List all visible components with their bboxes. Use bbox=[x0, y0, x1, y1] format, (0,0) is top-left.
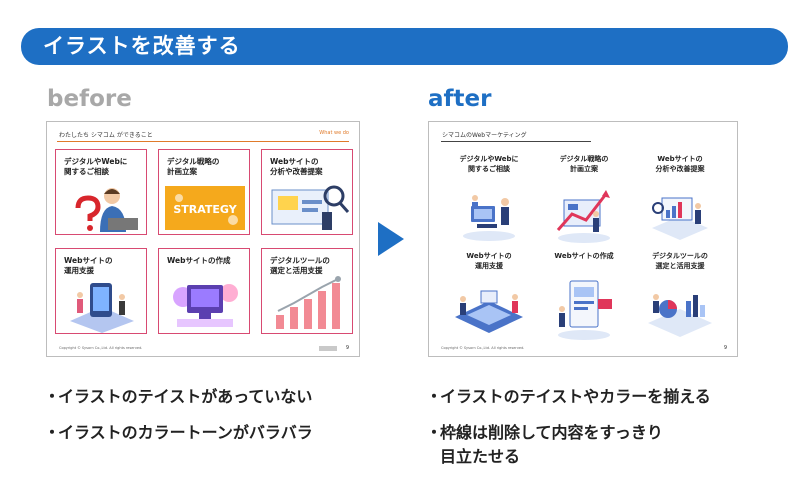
after-bullet-1: ・イラストのテイストやカラーを揃える bbox=[426, 386, 711, 408]
consult-illustration bbox=[463, 195, 515, 241]
cell-label: Webサイトの 運用支援 bbox=[466, 252, 512, 270]
before-slide-logo bbox=[319, 346, 337, 351]
bullet-text: イラストのテイストがあっていない bbox=[58, 387, 313, 406]
after-label: after bbox=[428, 86, 492, 112]
after-slide-rule bbox=[441, 141, 591, 142]
before-slide-rule bbox=[57, 141, 349, 142]
after-cell-analysis: Webサイトの 分析や改善提案 bbox=[632, 154, 728, 254]
before-card-strategy: STRATEGY デジタル戦略の 計画立案 bbox=[158, 149, 250, 235]
before-card-tools: デジタルツールの 選定と活用支援 bbox=[261, 248, 353, 334]
after-slide-title: シマコムのWebマーケティング bbox=[442, 132, 527, 139]
before-bullet-2: ・イラストのカラートーンがバラバラ bbox=[44, 422, 313, 444]
after-cell-tools: デジタルツールの 選定と活用支援 bbox=[632, 251, 728, 351]
bullet-text: 枠線は削除して内容をすっきり bbox=[440, 423, 663, 442]
card-label: デジタルツールの 選定と活用支援 bbox=[270, 256, 330, 275]
before-slide-footer: Copyright © Sysorn Co.,Ltd. All rights r… bbox=[59, 346, 143, 350]
cell-label: デジタルやWebに 関するご相談 bbox=[459, 155, 519, 173]
bullet-mark: ・ bbox=[44, 387, 61, 406]
after-slide-footer: Copyright © Sysorn Co.,Ltd. All rights r… bbox=[441, 346, 525, 350]
banner-title: イラストを改善する bbox=[43, 34, 241, 58]
card-label: デジタルやWebに 関するご相談 bbox=[64, 157, 128, 176]
cell-label: Webサイトの作成 bbox=[554, 252, 614, 260]
arrow-right-icon bbox=[378, 222, 404, 256]
after-slide-page: 9 bbox=[723, 345, 727, 351]
after-bullet-2-continued: 目立たせる bbox=[440, 447, 521, 466]
create-illustration bbox=[558, 280, 612, 340]
strategy-illustration bbox=[556, 190, 610, 243]
create-illustration bbox=[173, 284, 238, 327]
before-card-operation: Webサイトの 運用支援 bbox=[55, 248, 147, 334]
after-cell-consult: デジタルやWebに 関するご相談 bbox=[441, 154, 537, 254]
before-card-consult: デジタルやWebに 関するご相談 bbox=[55, 149, 147, 235]
analysis-illustration bbox=[271, 185, 350, 230]
bullet-mark: ・ bbox=[44, 423, 61, 442]
strategy-art-text: STRATEGY bbox=[173, 203, 237, 216]
card-label: デジタル戦略の 計画立案 bbox=[167, 157, 220, 176]
before-slide-title: わたしたち シマコム ができること bbox=[59, 132, 153, 139]
before-label: before bbox=[47, 86, 132, 112]
cell-label: デジタル戦略の 計画立案 bbox=[559, 155, 609, 173]
bullet-mark: ・ bbox=[426, 387, 443, 406]
bullet-mark: ・ bbox=[426, 423, 443, 442]
card-label: Webサイトの 運用支援 bbox=[64, 256, 113, 275]
section-banner: イラストを改善する bbox=[21, 28, 788, 65]
before-slide: わたしたち シマコム ができること What we do デジタルやWebに 関… bbox=[46, 121, 360, 357]
card-label: Webサイトの 分析や改善提案 bbox=[270, 157, 323, 176]
strategy-illustration: STRATEGY bbox=[165, 186, 245, 230]
before-slide-subtitle: What we do bbox=[319, 130, 349, 136]
after-cell-strategy: デジタル戦略の 計画立案 bbox=[536, 154, 632, 254]
after-bullet-2: ・枠線は削除して内容をすっきり bbox=[426, 422, 663, 444]
card-label: Webサイトの作成 bbox=[167, 256, 231, 265]
after-slide: シマコムのWebマーケティング デジタルやWebに 関するご相談 デジタル戦略の… bbox=[428, 121, 738, 357]
before-card-analysis: Webサイトの 分析や改善提案 bbox=[261, 149, 353, 235]
before-slide-page: 9 bbox=[345, 345, 349, 351]
bullet-text: イラストのカラートーンがバラバラ bbox=[58, 423, 313, 442]
cell-label: Webサイトの 分析や改善提案 bbox=[655, 155, 705, 173]
after-cell-create: Webサイトの作成 bbox=[536, 251, 632, 351]
operation-illustration bbox=[70, 283, 134, 333]
tools-illustration bbox=[648, 294, 712, 337]
consult-illustration bbox=[75, 188, 138, 232]
tools-chart-illustration bbox=[276, 276, 341, 329]
operation-illustration bbox=[455, 290, 523, 333]
before-bullet-1: ・イラストのテイストがあっていない bbox=[44, 386, 312, 408]
cell-label: デジタルツールの 選定と活用支援 bbox=[652, 252, 708, 270]
bullet-text: イラストのテイストやカラーを揃える bbox=[440, 387, 711, 406]
before-card-create: Webサイトの作成 bbox=[158, 248, 250, 334]
analysis-illustration bbox=[652, 197, 708, 240]
after-cell-operation: Webサイトの 運用支援 bbox=[441, 251, 537, 351]
